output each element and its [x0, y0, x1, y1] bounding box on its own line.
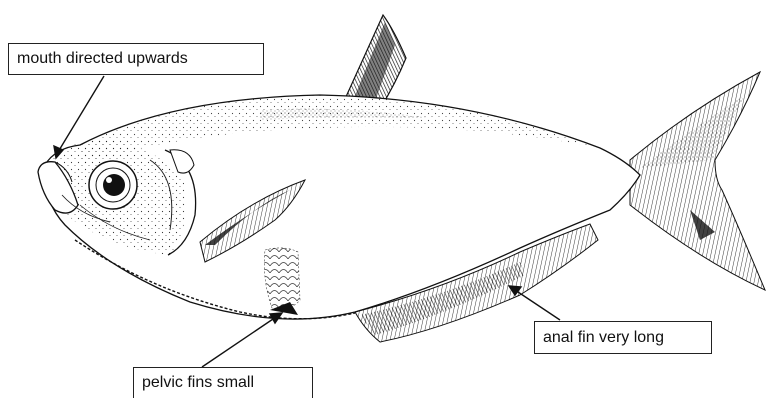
caudal-fin: [630, 72, 765, 290]
label-mouth-directed-upwards: mouth directed upwards: [8, 43, 264, 75]
eye: [89, 161, 137, 209]
label-anal-fin-very-long: anal fin very long: [534, 321, 712, 354]
leader-anal: [515, 290, 560, 320]
leader-pelvic: [202, 317, 276, 367]
label-pelvic-fins-small: pelvic fins small: [133, 367, 313, 398]
